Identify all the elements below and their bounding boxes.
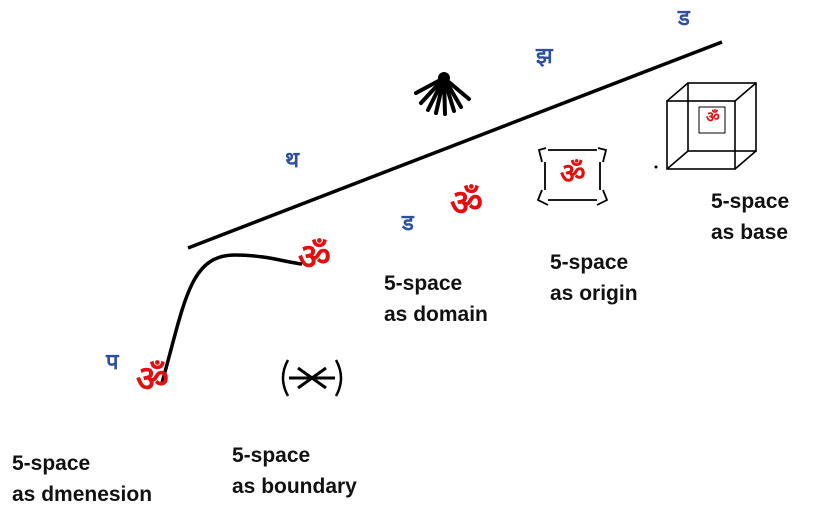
label-domain-line1: 5-space <box>384 272 463 295</box>
connector-curve <box>160 253 303 384</box>
label-base: 5-space as base <box>711 186 789 248</box>
label-base-line2: as base <box>711 221 789 244</box>
symbol-boundary-end: ॐ <box>298 237 331 278</box>
label-domain-line2: as domain <box>384 303 488 326</box>
label-base-line1: 5-space <box>711 190 790 213</box>
letter-da-top: ड <box>678 6 690 31</box>
label-boundary-line2: as boundary <box>232 475 357 498</box>
letter-da-mid: ड <box>402 211 414 236</box>
cube-icon <box>666 82 757 170</box>
symbol-domain: ॐ <box>450 183 483 224</box>
letter-tha: थ <box>285 148 300 173</box>
dot-marker <box>654 165 658 169</box>
label-dimension-line2: as dmenesion <box>12 483 153 506</box>
label-origin-line2: as origin <box>550 282 638 305</box>
origin-frame-icon <box>536 147 609 206</box>
letter-pa: प <box>106 350 119 375</box>
label-domain: 5-space as domain <box>384 268 488 330</box>
ray-fan-icon <box>414 72 471 116</box>
label-boundary-line1: 5-space <box>232 444 311 467</box>
label-dimension-line1: 5-space <box>12 452 91 475</box>
label-origin-line1: 5-space <box>550 251 629 274</box>
label-boundary: 5-space as boundary <box>232 440 357 502</box>
symbol-base: ॐ <box>706 108 720 126</box>
symbol-origin: ॐ <box>560 157 586 190</box>
letter-jha: झ <box>536 44 553 69</box>
label-origin: 5-space as origin <box>550 247 638 309</box>
symbol-dimension: ॐ <box>136 359 169 400</box>
main-diagonal-line <box>187 40 723 250</box>
boundary-arrows-icon <box>281 359 343 397</box>
label-dimension: 5-space as dmenesion <box>12 448 152 510</box>
